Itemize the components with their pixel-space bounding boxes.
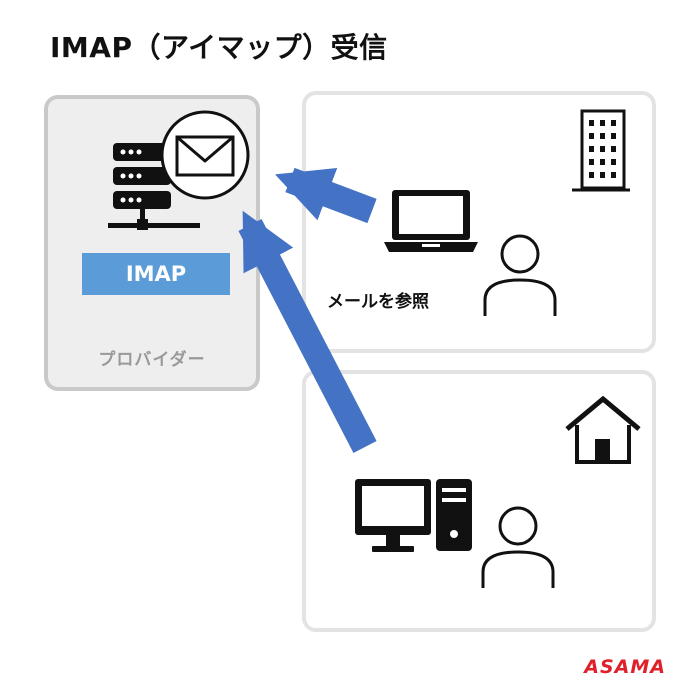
view-mail-label: メールを参照 <box>327 292 429 312</box>
logo: ASAMA <box>584 656 666 678</box>
server-icon <box>108 143 200 230</box>
house-icon <box>565 395 641 464</box>
office-panel <box>302 91 656 353</box>
arrow-office-to-provider <box>275 167 377 224</box>
arrow-home-to-provider <box>238 210 377 453</box>
office-building-icon <box>572 109 630 192</box>
provider-label: プロバイダー <box>98 350 206 370</box>
person-icon <box>481 506 555 588</box>
imap-label: IMAP <box>82 253 230 295</box>
person-icon <box>483 234 557 316</box>
envelope-icon <box>160 110 250 200</box>
desktop-computer-icon <box>355 479 472 552</box>
laptop-icon <box>384 190 478 252</box>
page-title: IMAP（アイマップ）受信 <box>50 31 388 64</box>
